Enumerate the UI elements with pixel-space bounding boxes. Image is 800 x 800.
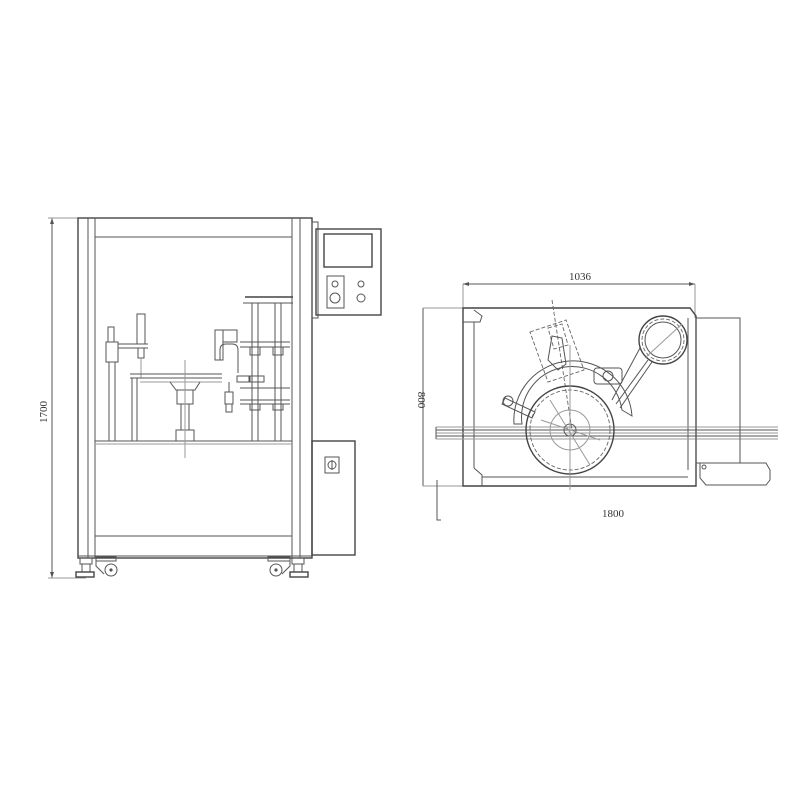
guide-arm [501,395,536,419]
feet-and-casters [75,556,309,578]
left-pillar-assembly [105,313,148,441]
depth-dimension-label: 800 [415,392,427,409]
width-dimension [462,282,696,318]
knob-icon[interactable] [356,293,366,303]
conveyor [435,426,778,440]
button-1-icon[interactable] [331,280,339,288]
height-dimension-label: 1700 [38,401,50,424]
emergency-stop-icon[interactable] [329,292,341,304]
capping-head [214,329,265,413]
side-unit-top [695,317,771,486]
right-column-assembly [240,296,293,441]
cap-chute [529,299,585,431]
caster-wheel-right-icon [269,563,283,577]
length-dimension-label: 1800 [602,508,625,520]
depth-dimension [422,307,470,487]
motor-block [593,367,623,385]
height-dimension [48,217,86,579]
width-dimension-label: 1036 [569,271,592,283]
touch-screen[interactable] [323,233,373,268]
control-panel [311,221,382,319]
turntable [130,360,222,458]
star-wheel [513,345,633,490]
machine-frame [77,217,313,559]
front-elevation-view: 1700 [38,217,382,579]
cap-hopper [611,315,688,409]
caster-wheel-left-icon [104,563,118,577]
top-frame [462,307,697,487]
top-plan-view: 1036 800 1800 [415,271,778,521]
side-cabinet [311,440,356,556]
power-switch-icon[interactable] [324,456,340,474]
button-2-icon[interactable] [357,280,365,288]
